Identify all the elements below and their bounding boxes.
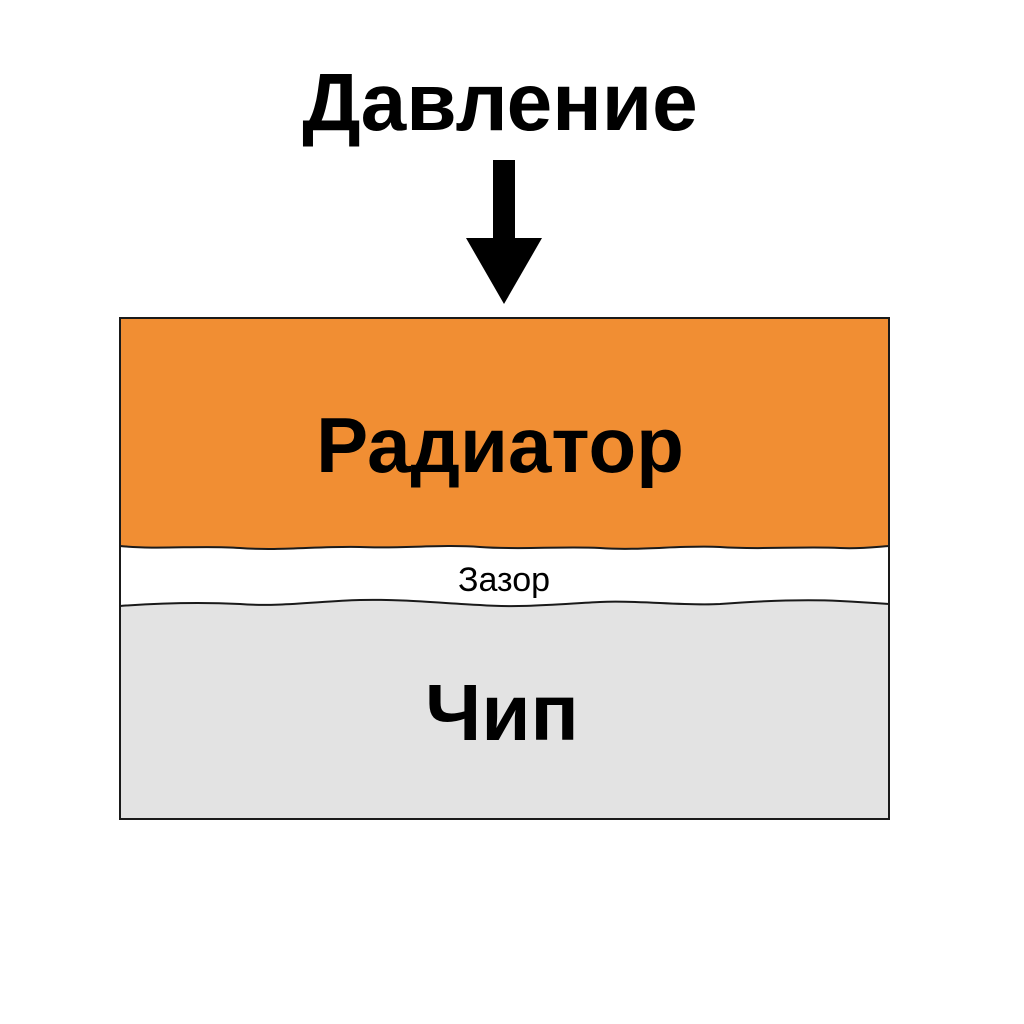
chip-surface-line (119, 598, 890, 608)
chip-layer (120, 599, 889, 819)
pressure-label: Давление (302, 57, 698, 148)
gap-label: Зазор (458, 561, 550, 599)
chip-label: Чип (425, 668, 579, 757)
heatsink-surface-line (119, 545, 890, 550)
heatsink-label: Радиатор (316, 401, 684, 489)
heatsink-layer (120, 318, 889, 549)
arrow-down-icon (466, 160, 542, 304)
arrow-shaft (493, 160, 515, 242)
gap-layer (120, 546, 889, 607)
arrow-head (466, 238, 542, 304)
stack-outline (119, 317, 890, 820)
